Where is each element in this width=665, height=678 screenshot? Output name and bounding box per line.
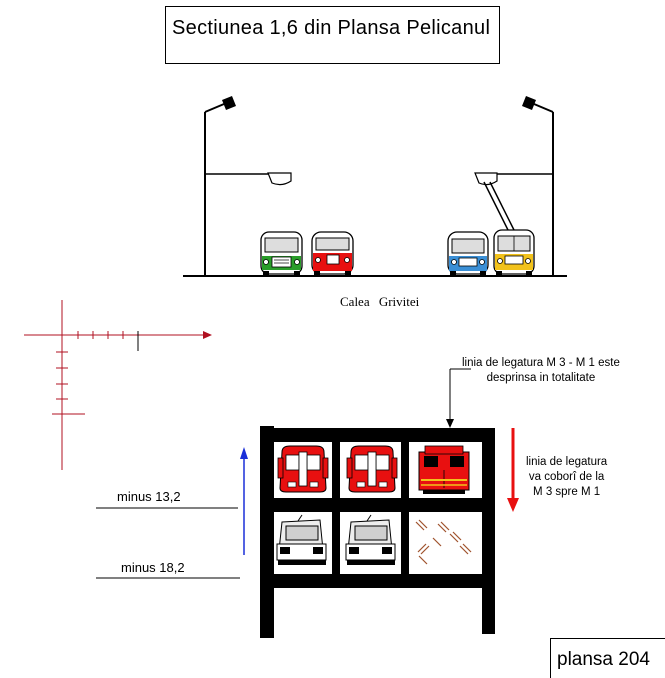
street-label: Calea Grivitei — [340, 294, 420, 309]
sheet-number-box: plansa 204 — [550, 638, 665, 678]
note-right-line-1: linia de legatura — [526, 456, 608, 468]
note-top: linia de legatura M 3 - M 1 este desprin… — [462, 356, 620, 386]
descend-arrow — [507, 428, 519, 512]
sheet-number: plansa 204 — [557, 649, 650, 670]
bus-icon — [447, 231, 489, 276]
note-top-line-1: linia de legatura M 3 - M 1 este — [462, 357, 620, 369]
street-lamp-icon — [474, 96, 554, 276]
note-top-line-2: desprinsa in totalitate — [486, 372, 596, 384]
metro-front-icon — [277, 445, 329, 493]
tram-icon — [311, 231, 354, 276]
trolleybus-icon — [483, 181, 535, 276]
note-leader-arrow — [446, 368, 471, 428]
metro-train-icon — [276, 514, 327, 565]
locomotive-icon — [418, 445, 470, 494]
level-arrow — [240, 447, 248, 555]
reference-axes — [24, 300, 212, 470]
note-right: linia de legatura va coborî de la M 3 sp… — [526, 455, 607, 500]
underground-structure — [260, 426, 495, 638]
page-title: Sectiunea 1,6 din Plansa Pelicanul — [172, 17, 491, 39]
note-right-line-3: M 3 spre M 1 — [533, 486, 601, 498]
rail-sleepers-icon — [415, 519, 472, 565]
depth-label-upper: minus 13,2 — [117, 489, 181, 504]
title-box: Sectiunea 1,6 din Plansa Pelicanul — [165, 6, 500, 64]
metro-train-icon — [345, 514, 396, 565]
street-lamp-icon — [204, 96, 292, 276]
note-right-line-2: va coborî de la — [528, 471, 605, 483]
metro-front-icon — [346, 445, 398, 493]
depth-label-lower: minus 18,2 — [121, 560, 185, 575]
bus-icon — [260, 231, 303, 276]
